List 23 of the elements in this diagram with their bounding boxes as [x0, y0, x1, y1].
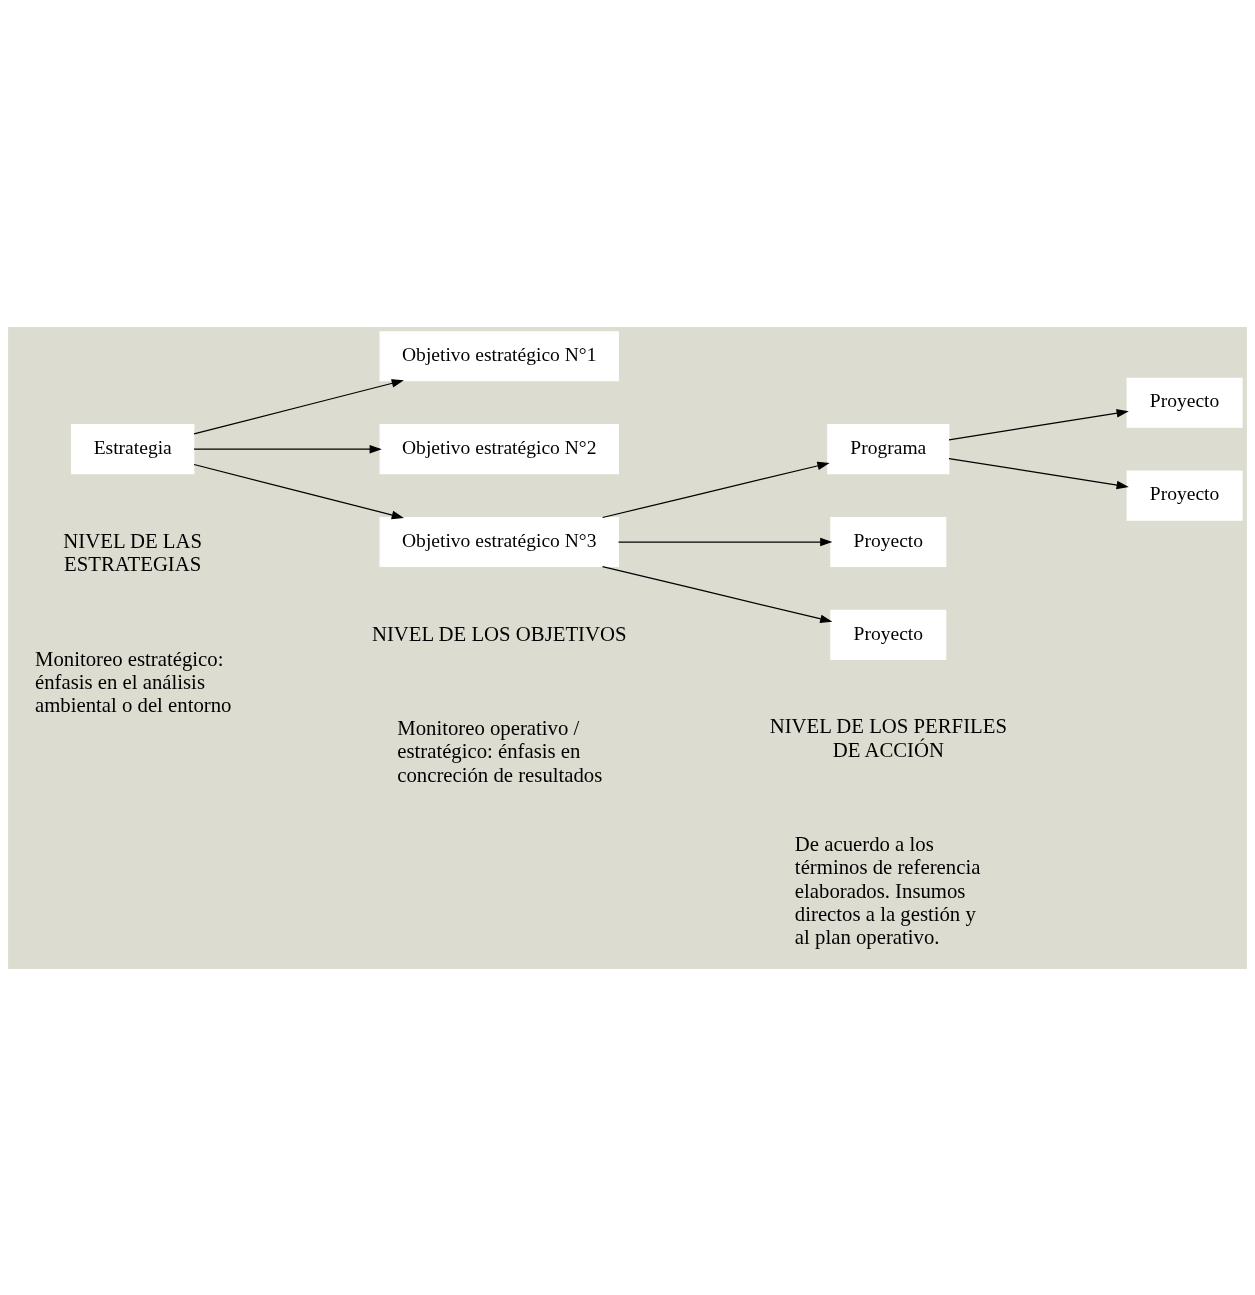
- node-box: Proyecto: [1126, 377, 1243, 428]
- label: De acuerdo a los términos de referencia elaborados. Insumos directos a la gestión y al plan operativo.: [794, 832, 981, 948]
- label: Monitoreo estratégico: énfasis en el análisis ambiental o del entorno: [34, 647, 232, 716]
- arrow: [948, 408, 1129, 440]
- label: NIVEL DE LAS ESTRATEGIAS: [63, 529, 203, 575]
- node-box: Proyecto: [1126, 470, 1243, 521]
- node-box: Objetivo estratégico N°1: [379, 330, 619, 381]
- node-box: Proyecto: [830, 609, 947, 660]
- arrow: [193, 463, 404, 519]
- arrow: [617, 537, 833, 546]
- node-box: Objetivo estratégico N°2: [379, 423, 619, 474]
- node-box: Proyecto: [830, 516, 947, 567]
- node-box: Objetivo estratégico N°3: [379, 516, 619, 567]
- arrow: [601, 565, 833, 623]
- arrow: [193, 444, 382, 453]
- arrow: [948, 457, 1129, 489]
- node-box: Programa: [827, 423, 950, 474]
- arrow: [601, 461, 830, 518]
- label: NIVEL DE LOS PERFILES DE ACCIÓN: [769, 714, 1007, 761]
- arrow: [193, 378, 404, 434]
- label: NIVEL DE LOS OBJETIVOS: [371, 622, 627, 645]
- label: Monitoreo operativo / estratégico: énfasis en concreción de resultados: [397, 716, 603, 786]
- node-box: Estrategia: [71, 423, 195, 474]
